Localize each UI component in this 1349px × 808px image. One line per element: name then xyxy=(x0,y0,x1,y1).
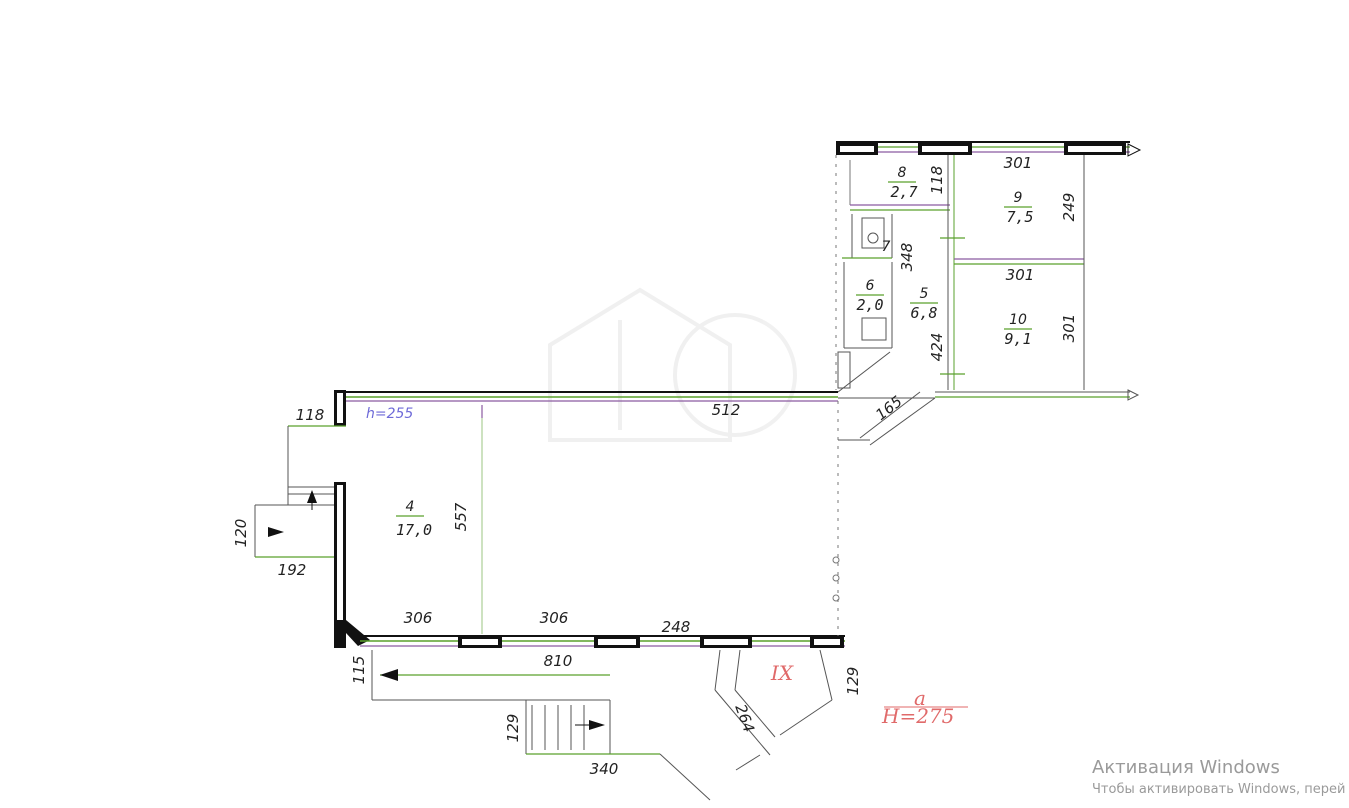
dim-129-stair: 129 xyxy=(504,714,522,743)
bottom-stairs xyxy=(371,650,660,755)
sink-icon xyxy=(861,317,887,341)
dim-248: 248 xyxy=(662,618,691,636)
section-label: IX xyxy=(770,661,794,685)
main-room-walls xyxy=(334,390,845,648)
room-5-area: 6,8 xyxy=(910,304,937,322)
dim-118-left: 118 xyxy=(296,406,325,424)
room-10-label: 10 9,1 xyxy=(1004,312,1032,348)
room-7-label: 7 xyxy=(882,239,891,255)
room-6-number: 6 xyxy=(866,278,875,294)
dimension-labels: 118 120 192 512 557 306 306 248 810 115 … xyxy=(232,154,1078,778)
dim-512: 512 xyxy=(712,401,741,419)
room-9-number: 9 xyxy=(1014,190,1023,206)
toilet-icon xyxy=(861,217,885,249)
room-8-label: 8 2,7 xyxy=(888,165,918,201)
dim-424: 424 xyxy=(928,333,946,362)
arrow-left-icon xyxy=(380,669,398,681)
ceiling-height-label: h=255 xyxy=(366,406,413,422)
windows-activation-watermark: Активация Windows Чтобы активировать Win… xyxy=(1092,756,1346,800)
room-7-number: 7 xyxy=(882,239,891,255)
arrow-right-icon xyxy=(589,720,605,730)
dim-120: 120 xyxy=(232,519,250,548)
room-8-area: 2,7 xyxy=(890,183,917,201)
left-entrance xyxy=(254,425,346,558)
room-5-label: 5 6,8 xyxy=(910,286,938,322)
room-4-area: 17,0 xyxy=(396,521,432,539)
right-block-walls xyxy=(835,141,1142,446)
dim-557: 557 xyxy=(452,502,470,531)
section-height-letter: а xyxy=(914,686,926,710)
section-height-label: H=275 xyxy=(881,704,954,728)
dim-348: 348 xyxy=(898,243,916,272)
room-4-number: 4 xyxy=(406,499,415,515)
dim-165: 165 xyxy=(872,392,906,424)
activation-title: Активация Windows xyxy=(1092,757,1280,778)
dim-264: 264 xyxy=(731,702,758,735)
room-5-number: 5 xyxy=(920,286,929,302)
activation-subtitle: Чтобы активировать Windows, перей xyxy=(1092,782,1346,797)
room-6-label: 6 2,0 xyxy=(856,278,884,314)
room-8-number: 8 xyxy=(898,165,907,181)
dim-306-a: 306 xyxy=(404,609,433,627)
room-9-label: 9 7,5 xyxy=(1004,190,1034,226)
room-10-area: 9,1 xyxy=(1004,330,1031,348)
dim-301-top: 301 xyxy=(1004,154,1033,172)
dim-192: 192 xyxy=(278,561,307,579)
room-6-area: 2,0 xyxy=(856,296,883,314)
dim-249: 249 xyxy=(1060,193,1078,222)
dim-301-mid: 301 xyxy=(1006,266,1035,284)
dim-115: 115 xyxy=(350,656,368,685)
dim-306-b: 306 xyxy=(540,609,569,627)
faint-watermark-logo xyxy=(548,287,797,442)
room-9-area: 7,5 xyxy=(1006,208,1033,226)
dim-810: 810 xyxy=(544,652,573,670)
room-10-number: 10 xyxy=(1009,312,1027,328)
bottom-right-entrance xyxy=(659,649,833,801)
dim-301-side: 301 xyxy=(1060,314,1078,343)
dim-340: 340 xyxy=(590,760,619,778)
room-4-label: 4 17,0 xyxy=(396,499,432,539)
dim-118-top: 118 xyxy=(928,166,946,195)
dim-129-right: 129 xyxy=(844,667,862,696)
